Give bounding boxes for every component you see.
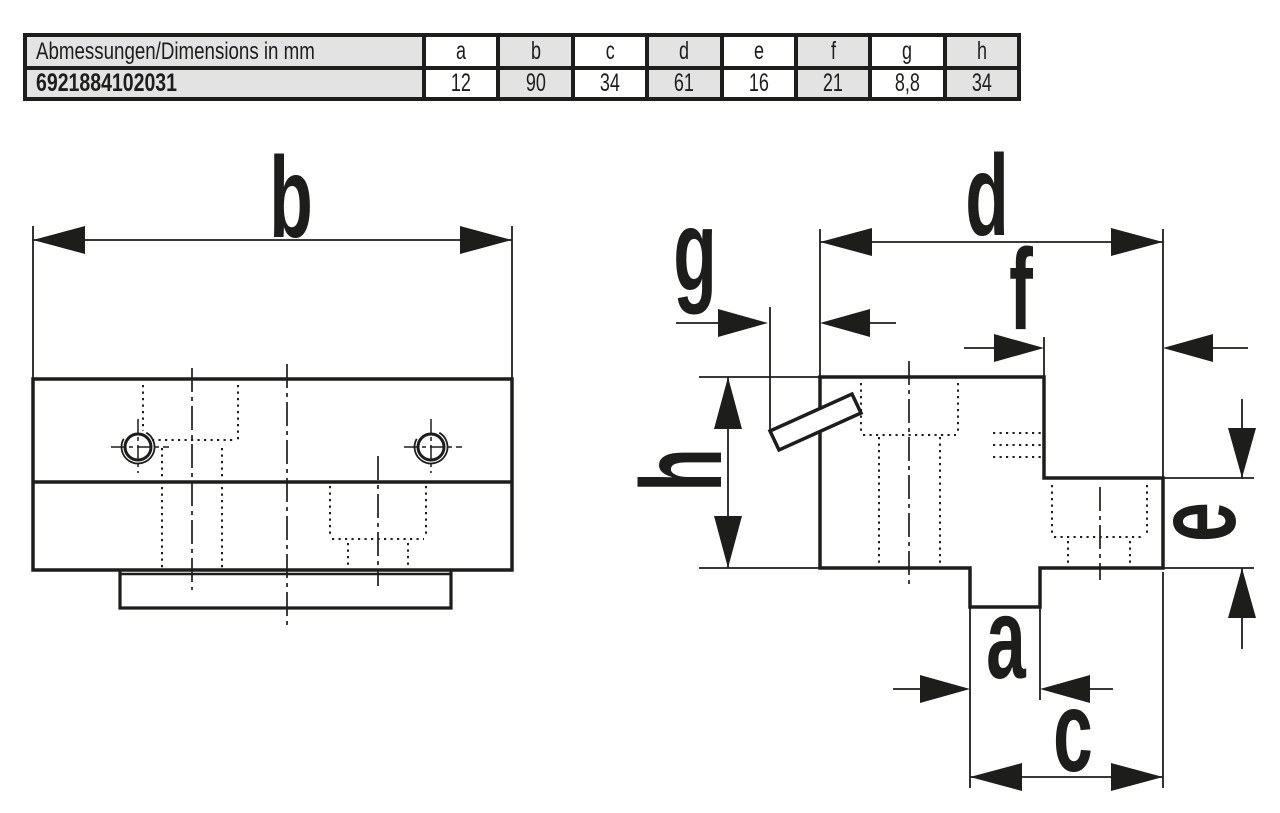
front-view: b (31, 134, 514, 627)
front-hole-right (404, 419, 462, 473)
side-dim-d-arrows (820, 228, 1163, 256)
header-cell-g: g (868, 37, 943, 66)
header-cell-f: f (793, 37, 869, 66)
side-dim-g-arrows (718, 309, 870, 337)
part-number-cell: 6921884102031 (27, 66, 422, 97)
value-cell-e: 16 (719, 66, 794, 97)
dim-label-a: a (986, 575, 1026, 704)
dim-label-c: c (1053, 668, 1093, 797)
value-cell-c: 34 (570, 66, 646, 97)
value-cell-d: 61 (645, 66, 720, 97)
front-dim-b-lines (32, 226, 513, 379)
side-body-outline (818, 375, 1165, 609)
dim-label-h: h (618, 448, 747, 492)
side-center-lines (908, 361, 1101, 585)
dim-label-g: g (673, 187, 717, 316)
side-view: d g f (618, 132, 1261, 797)
header-cell-d: d (645, 37, 720, 66)
header-cell-e: e (719, 37, 794, 66)
value-cell-h: 34 (942, 66, 1017, 97)
header-cell-h: h (942, 37, 1017, 66)
front-dim-b-arrows (33, 226, 512, 254)
value-cell-b: 90 (496, 66, 571, 97)
front-body-outline (31, 377, 514, 610)
dimensions-table: Abmessungen/Dimensions in mm a b c d e f… (23, 33, 1021, 101)
front-hidden-lines (142, 385, 427, 570)
dim-label-d: d (965, 132, 1009, 261)
table-header-label-cell: Abmessungen/Dimensions in mm (27, 37, 422, 66)
header-cell-c: c (570, 37, 646, 66)
side-dim-a-lines (893, 607, 1113, 788)
value-cell-f: 21 (793, 66, 869, 97)
header-cell-b: b (496, 37, 571, 66)
table-header-label: Abmessungen/Dimensions in mm (36, 37, 315, 65)
side-dim-c-arrows (970, 763, 1163, 791)
side-dim-f-lines (964, 337, 1248, 377)
side-dim-g-lines (676, 307, 896, 430)
side-clamp-lip (767, 391, 864, 453)
value-cell-g: 8,8 (868, 66, 943, 97)
dim-label-e: e (1132, 502, 1261, 542)
side-dim-h-arrows (714, 377, 742, 568)
front-center-lines (191, 364, 379, 627)
value-cell-a: 12 (422, 66, 497, 97)
part-number: 6921884102031 (36, 69, 177, 97)
side-dim-e-arrows (1228, 428, 1256, 618)
side-dim-d-lines (819, 229, 1164, 477)
side-dim-f-arrows (994, 334, 1213, 362)
header-cell-a: a (422, 37, 497, 66)
dim-label-f: f (1009, 226, 1034, 355)
side-dim-a-arrows (920, 675, 1090, 703)
dim-label-b: b (269, 134, 313, 263)
